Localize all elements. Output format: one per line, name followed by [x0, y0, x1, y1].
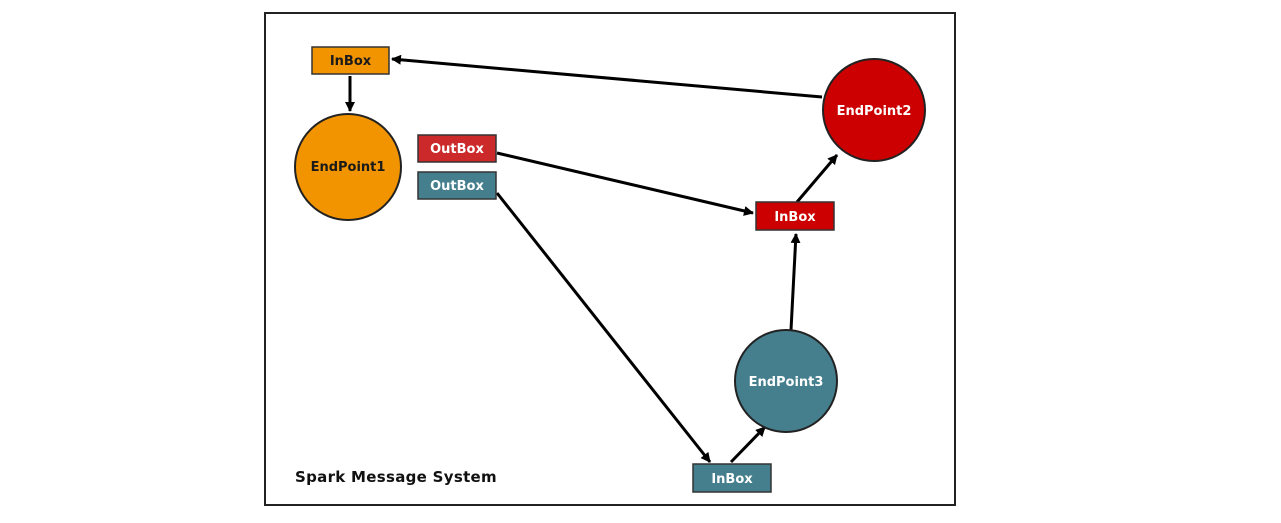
edge-inbox-ep3-to-endpoint3	[729, 425, 767, 464]
endpoint2-label: EndPoint2	[837, 104, 912, 119]
endpoint2-group: EndPoint2 InBox	[755, 58, 926, 231]
inbox-ep3-box[interactable]	[692, 463, 772, 493]
endpoint3-label: EndPoint3	[749, 375, 824, 390]
outbox-teal-box[interactable]	[417, 171, 497, 200]
outbox-teal-label: OutBox	[430, 179, 484, 194]
diagram-caption: Spark Message System	[295, 468, 497, 486]
edge-outbox-red-to-inbox-ep2	[496, 151, 754, 216]
edges-layer	[345, 54, 839, 464]
inbox-ep2-box[interactable]	[755, 201, 835, 231]
outbox-red-box[interactable]	[417, 134, 497, 163]
inbox-ep2-label: InBox	[774, 210, 816, 225]
edge-endpoint2-to-inbox-ep1	[391, 54, 823, 99]
inbox-ep1-label: InBox	[330, 54, 372, 69]
endpoint2-node[interactable]	[822, 58, 926, 162]
endpoint1-group: InBox EndPoint1 OutBox OutBox	[294, 46, 497, 221]
endpoint3-node[interactable]	[734, 329, 838, 433]
endpoint1-node[interactable]	[294, 113, 402, 221]
inbox-ep1-box[interactable]	[311, 46, 390, 75]
endpoint1-label: EndPoint1	[311, 160, 386, 175]
endpoint3-group: EndPoint3 InBox	[692, 329, 838, 493]
inbox-ep3-label: InBox	[711, 472, 753, 487]
edge-inbox-ep2-to-endpoint2	[795, 154, 839, 203]
edge-endpoint3-to-inbox-ep2	[789, 233, 801, 331]
outbox-red-label: OutBox	[430, 142, 484, 157]
edge-outbox-teal-to-inbox-ep3	[495, 192, 712, 463]
